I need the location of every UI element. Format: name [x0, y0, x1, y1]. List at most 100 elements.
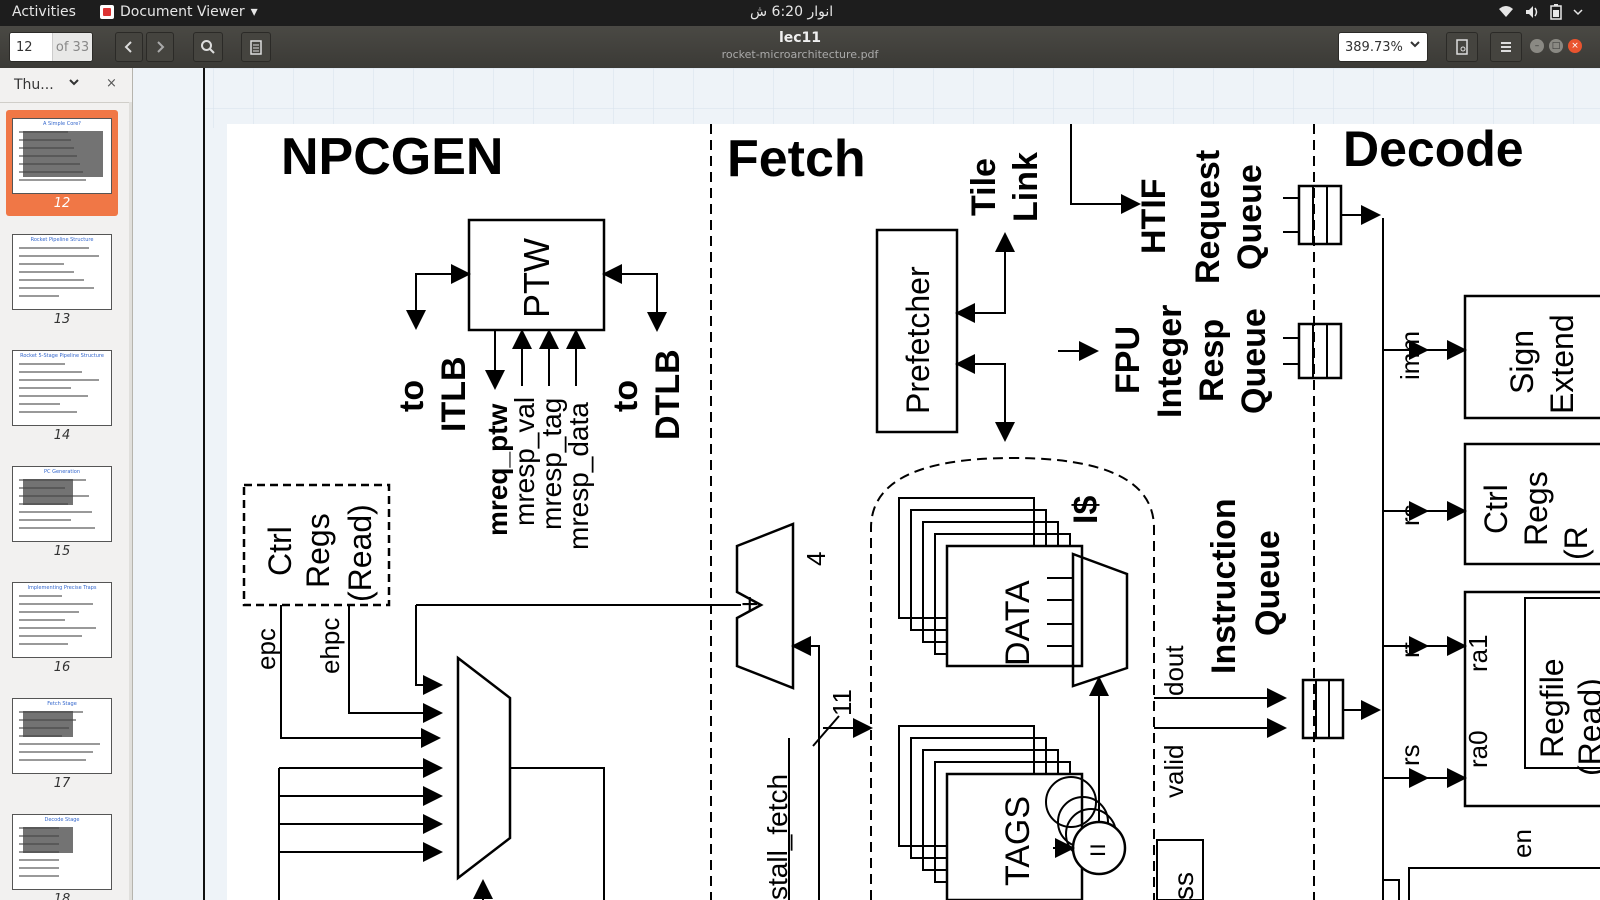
thumbnail-page-12[interactable]: A Simple Core? 12 [6, 110, 118, 216]
ctrl-regs-read-line3: (Read) [342, 504, 378, 602]
thumbnail-text-line [19, 859, 59, 861]
stall-fetch-label: stall_fetch [762, 774, 793, 900]
view-mode-button[interactable] [1446, 32, 1478, 62]
thumbnail-title: Rocket 5-Stage Pipeline Structure [13, 353, 111, 359]
tags-array-label: TAGS [999, 796, 1037, 886]
stage-label-decode: Decode [1343, 121, 1524, 177]
thumbnail-text-line [19, 527, 95, 529]
thumbnail-text-line [19, 279, 84, 281]
thumbnail-text-line [19, 603, 93, 605]
activities-button[interactable]: Activities [12, 4, 76, 20]
thumbnail-page-18[interactable]: Decode Stage18 [6, 806, 118, 900]
thumbnail-text-line [19, 411, 77, 413]
page-view-icon [1455, 39, 1469, 55]
thumbnail-title: Implementing Precise Traps [13, 585, 111, 591]
thumbnail-page-13[interactable]: Rocket Pipeline Structure13 [6, 226, 118, 332]
thumbnail-text-line [19, 395, 88, 397]
bus-width-11: 11 [827, 689, 857, 716]
thumbnail-figure [23, 131, 103, 177]
sign-extend-line1: Sign [1504, 330, 1540, 394]
thumbnail-page-16[interactable]: Implementing Precise Traps 16 [6, 574, 118, 680]
thumbnail-text-line [19, 867, 59, 869]
maximize-button[interactable]: □ [1549, 39, 1563, 53]
thumbnail-title: Rocket Pipeline Structure [13, 237, 111, 243]
prefetcher-label: Prefetcher [900, 266, 936, 414]
thumbnail-text-line [19, 759, 86, 761]
epc-label: epc [251, 628, 281, 670]
thumbnail-preview: Rocket 5-Stage Pipeline Structure [12, 350, 112, 426]
ra0-label: ra0 [1463, 730, 1493, 768]
ctrl-regs-read-line2: Regs [300, 513, 336, 588]
stage-label-npcgen: NPCGEN [281, 128, 503, 186]
ptw-label: PTW [516, 238, 557, 318]
document-canvas[interactable]: NPCGEN Fetch Decode PTW to ITLB to DTLB … [133, 68, 1600, 900]
dout-label: dout [1159, 645, 1189, 696]
ehpc-label: ehpc [315, 618, 345, 674]
zoom-value: 389.73% [1345, 40, 1403, 55]
clock[interactable]: انوار 6:20 ش [750, 4, 833, 20]
htif-queue-line2: Request [1189, 150, 1227, 284]
integer-resp-line1: Integer [1151, 305, 1189, 418]
rs-label-1: rs [1395, 504, 1425, 526]
adder-four: 4 [801, 552, 831, 566]
sidebar-mode-select[interactable]: Thu... [14, 77, 54, 93]
thumbnail-sidebar: Thu... × A Simple Core? 12Rocket Pipeline… [0, 68, 133, 900]
thumbnail-text-line [19, 751, 93, 753]
battery-icon [1550, 4, 1562, 20]
thumbnail-figure [23, 479, 73, 505]
minimize-button[interactable]: – [1530, 39, 1544, 53]
thumbnail-page-number: 15 [6, 544, 118, 559]
regfile-line2: (Read) [1572, 678, 1600, 776]
thumbnail-text-line [19, 271, 74, 273]
stage-label-fetch: Fetch [727, 130, 866, 188]
thumbnail-title: PC Generation [13, 469, 111, 475]
close-sidebar-icon[interactable]: × [106, 76, 117, 91]
zoom-select[interactable]: 389.73% [1338, 32, 1428, 62]
ctrl-regs-decode-line2: Regs [1518, 471, 1554, 546]
close-button[interactable]: × [1568, 39, 1582, 53]
rt-label: rt [1395, 641, 1425, 658]
thumbnail-text-line [19, 263, 64, 265]
header-bar: of 33 lec11 rocket-microarchitecture.pdf… [0, 26, 1600, 69]
to-itlb-line2: ITLB [435, 356, 473, 432]
signal-mresp-data: mresp_data [563, 402, 594, 550]
system-tray[interactable] [1498, 4, 1584, 20]
app-menu[interactable]: Document Viewer ▾ [100, 4, 258, 20]
thumbnail-title: Fetch Stage [13, 701, 111, 707]
minimize-icon: – [1535, 41, 1540, 51]
data-array-label: DATA [999, 580, 1037, 666]
thumbnail-text-line [19, 403, 60, 405]
thumbnail-page-number: 12 [6, 196, 118, 211]
ctrl-regs-decode-line3: (R [1558, 526, 1594, 560]
thumbnail-page-14[interactable]: Rocket 5-Stage Pipeline Structure14 [6, 342, 118, 448]
thumbnail-text-line [19, 595, 62, 597]
thumbnail-preview: Decode Stage [12, 814, 112, 890]
ra1-label: ra1 [1463, 634, 1493, 672]
en-label: en [1507, 829, 1537, 858]
thumbnail-page-15[interactable]: PC Generation 15 [6, 458, 118, 564]
htif-queue-line3: Queue [1231, 164, 1269, 270]
thumbnail-text-line [19, 371, 82, 373]
thumbnail-text-line [19, 387, 71, 389]
thumbnail-page-17[interactable]: Fetch Stage17 [6, 690, 118, 796]
thumbnail-preview: Implementing Precise Traps [12, 582, 112, 658]
ctrl-regs-decode-line1: Ctrl [1478, 484, 1514, 534]
menu-button[interactable] [1490, 32, 1522, 62]
pipeline-diagram: NPCGEN Fetch Decode PTW to ITLB to DTLB … [133, 68, 1600, 900]
chevron-down-icon [1409, 38, 1421, 53]
sidebar-scrollbar[interactable] [129, 102, 132, 900]
thumbnail-text-line [19, 635, 82, 637]
to-dtlb-line1: to [607, 380, 645, 412]
integer-resp-line2: Resp [1193, 319, 1231, 402]
to-dtlb-line2: DTLB [649, 349, 687, 440]
valid-label: valid [1159, 745, 1189, 798]
thumbnail-text-line [19, 255, 99, 257]
thumbnail-title: A Simple Core? [13, 121, 111, 127]
chevron-down-icon: ▾ [251, 4, 258, 20]
thumbnail-title: Decode Stage [13, 817, 111, 823]
sign-extend-line2: Extend [1544, 314, 1580, 414]
ctrl-regs-read-line1: Ctrl [262, 526, 298, 576]
chevron-down-icon[interactable] [68, 76, 80, 91]
thumbnail-page-number: 16 [6, 660, 118, 675]
thumbnail-text-line [19, 519, 71, 521]
